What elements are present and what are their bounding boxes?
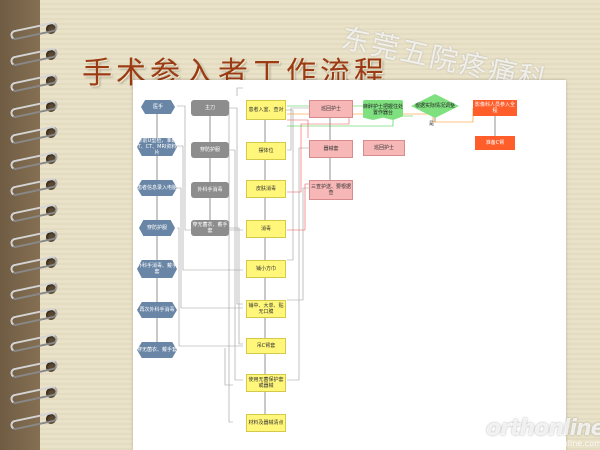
- spiral-ring: [9, 229, 62, 249]
- node-disinfection: 消毒: [246, 220, 286, 238]
- node-surgeon-sterile-gown: 穿无菌衣、戴手套: [137, 342, 177, 358]
- node-prepare-c-arm: 准备C臂: [475, 136, 515, 150]
- decision-yes-label: 是: [429, 121, 435, 127]
- node-surgeon: 医手: [141, 100, 175, 114]
- spiral-ring: [9, 359, 62, 379]
- node-lead-surgeon: 主刀: [191, 100, 229, 116]
- node-imaging-staff: 影像科人员参入全程: [473, 100, 517, 116]
- node-surgeon-hand-wash: 外科手消毒、戴手套: [137, 260, 177, 278]
- node-circulating-nurse-2: 巡回护士: [363, 140, 405, 156]
- node-patient-check-in: 患者入室、查对: [246, 100, 286, 120]
- workflow-diagram: 医手 术前U型检，准确T、CT、MRI资料片 患者信息录入电脑 穿防护服 外科手…: [133, 80, 566, 450]
- spiral-ring: [9, 307, 62, 327]
- spiral-ring: [9, 203, 62, 223]
- spiral-ring: [9, 151, 62, 171]
- node-sterile-cover: 使用无菌保护套或器械: [246, 374, 286, 392]
- spiral-ring: [9, 125, 62, 145]
- spiral-ring: [9, 333, 62, 353]
- spiral-ring: [9, 21, 62, 41]
- node-positioning: 摆体位: [246, 142, 286, 160]
- spiral-ring: [9, 47, 62, 67]
- spiral-ring: [9, 385, 62, 405]
- node-lead-gown: 穿防护服: [191, 142, 229, 158]
- node-lead-hand-wash: 外科手消毒: [191, 182, 229, 198]
- spiral-ring: [9, 255, 62, 275]
- node-surgeon-rewash: 再次外科手消毒: [137, 302, 177, 318]
- node-surgeon-check-images: 术前U型检，准确T、CT、MRI资料片: [137, 138, 177, 156]
- spiral-ring: [9, 73, 62, 93]
- node-skin-prep: 皮肤消毒: [246, 180, 286, 198]
- node-c-arm-cover: 吊C臂套: [246, 338, 286, 354]
- node-circulating-equipment: 器械套: [309, 140, 353, 158]
- node-anesthesia-prepare: 麻醉护士把握住处置作器台: [363, 100, 403, 120]
- connector-lines: [156, 87, 496, 423]
- site-url: www.orthonline.com.cn: [520, 439, 600, 448]
- node-circulating-check: 三查护送、要根据查: [309, 180, 353, 200]
- node-large-drape: 铺中、大单、贴无口膜: [246, 300, 286, 318]
- node-small-drape: 铺小方巾: [246, 260, 286, 278]
- spiral-ring: [9, 177, 62, 197]
- node-surgeon-gown: 穿防护服: [139, 220, 175, 236]
- spiral-ring: [9, 281, 62, 301]
- node-surgeon-enter-patient: 患者信息录入电脑: [137, 180, 177, 196]
- node-lead-sterile-gown: 穿无菌衣、戴手套: [191, 220, 229, 236]
- node-instrument-count: 材料及器械清点: [246, 414, 286, 432]
- spiral-ring: [9, 99, 62, 119]
- spiral-ring: [9, 411, 62, 431]
- node-circulating-nurse: 巡回护士: [309, 100, 353, 118]
- site-logo: orthonline: [486, 416, 600, 441]
